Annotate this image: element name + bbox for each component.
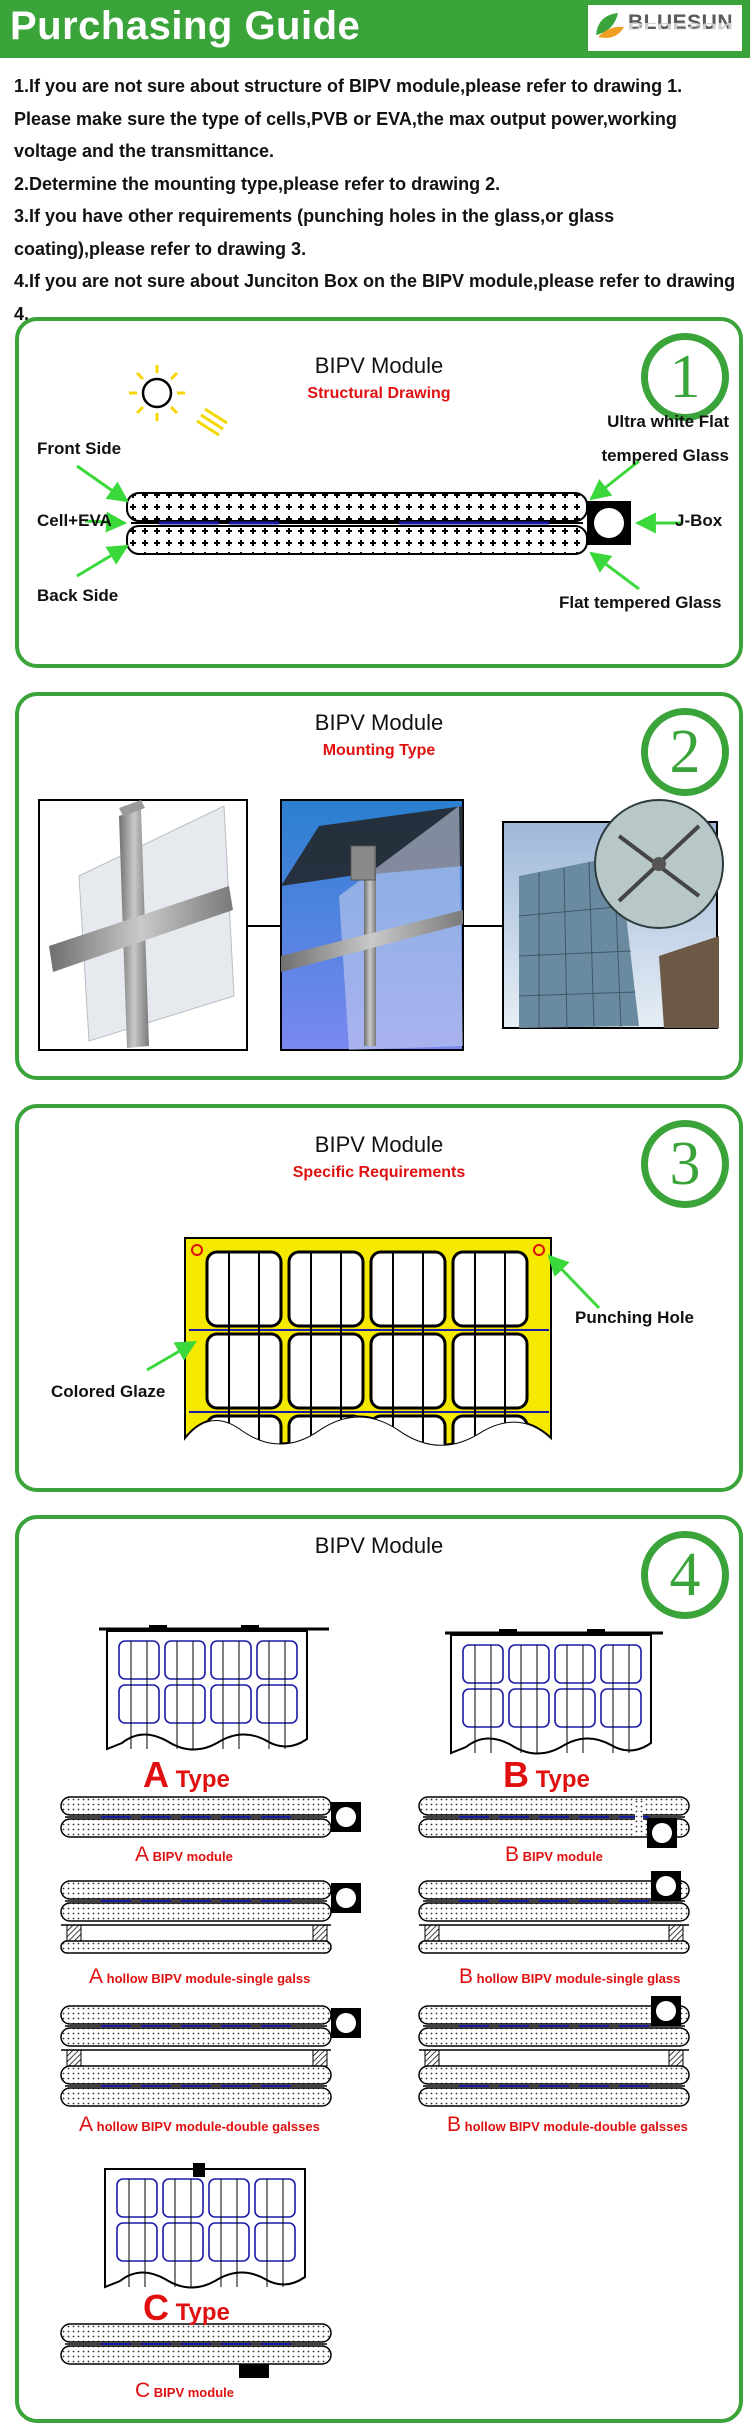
section-subtitle: Mounting Type bbox=[322, 742, 436, 759]
header-bar: Purchasing Guide BLUESUN BLUESUN bbox=[0, 0, 750, 58]
intro-line: Please make sure the type of cells,PVB o… bbox=[14, 108, 677, 162]
label-punching-hole: Punching Hole bbox=[575, 1308, 694, 1327]
label-j-box: J-Box bbox=[675, 511, 723, 530]
callout-arrows bbox=[76, 459, 681, 591]
intro-line: 1.If you are not sure about structure of… bbox=[14, 76, 683, 96]
type-b-hollow-double bbox=[418, 1996, 690, 2107]
type-b-bipv-module bbox=[418, 1796, 690, 1848]
punching-hole-icon bbox=[191, 1244, 203, 1256]
punching-hole-icon bbox=[533, 1244, 545, 1256]
caption-a-bipv-module: A BIPV module bbox=[135, 1843, 233, 1866]
intro-line: 2.Determine the mounting type,please ref… bbox=[14, 173, 501, 194]
leaf-logo-icon bbox=[596, 13, 624, 38]
label-back-side: Back Side bbox=[37, 586, 119, 605]
caption-b-bipv-module: B BIPV module bbox=[505, 1843, 603, 1866]
photo-curtain-wall-frame bbox=[38, 799, 248, 1051]
label-cell-eva: Cell+EVA bbox=[37, 511, 112, 530]
colored-glaze-panel bbox=[146, 1237, 601, 1446]
section-mounting-type: 2 BIPV Module Mounting Type bbox=[15, 692, 743, 1080]
section-specific-requirements: 3 BIPV Module Specific Requirements Punc… bbox=[15, 1104, 743, 1492]
caption-a-hollow-double: A hollow BIPV module-double galsses bbox=[79, 2113, 320, 2136]
caption-a-hollow-single: A hollow BIPV module-single galss bbox=[89, 1965, 311, 1988]
section-number-badge: 3 bbox=[641, 1120, 729, 1208]
label-front-side: Front Side bbox=[37, 439, 122, 458]
type-c-front-view bbox=[104, 2163, 306, 2289]
section-junction-box-types: 4 BIPV Module A Type B Type C Type A BIP… bbox=[15, 1515, 743, 2423]
type-b-front-view bbox=[445, 1629, 663, 1755]
label-ultra-white-glass: Ultra white Flat tempered Glass bbox=[601, 412, 729, 465]
section-number-badge: 1 bbox=[641, 333, 729, 421]
intro-line: 4.If you are not sure about Junciton Box… bbox=[14, 271, 736, 324]
section-structural-drawing: 1 BIPV Module Structural Drawing Front S… bbox=[15, 317, 743, 668]
type-a-label: A Type bbox=[143, 1754, 230, 1795]
caption-b-hollow-single: B hollow BIPV module-single glass bbox=[459, 1965, 681, 1988]
junction-box-type-drawings bbox=[60, 1625, 690, 2378]
caption-c-bipv-module: C BIPV module bbox=[135, 2379, 234, 2402]
type-a-hollow-single bbox=[60, 1880, 361, 1954]
intro-line: 3.If you have other requirements (punchi… bbox=[14, 206, 615, 259]
sun-icon bbox=[129, 365, 228, 437]
section-number-badge: 4 bbox=[641, 1531, 729, 1619]
type-b-hollow-single bbox=[418, 1871, 690, 1954]
section-subtitle: Structural Drawing bbox=[307, 385, 451, 402]
structural-drawing bbox=[76, 365, 681, 591]
type-a-hollow-double bbox=[60, 2005, 361, 2107]
type-a-front-view bbox=[99, 1625, 329, 1751]
intro-text: 1.If you are not sure about structure of… bbox=[14, 70, 738, 330]
type-a-bipv-module bbox=[60, 1796, 361, 1838]
section-title: BIPV Module bbox=[314, 353, 444, 378]
logo-reflection: BLUESUN bbox=[628, 20, 734, 31]
logo-text: BLUESUN bbox=[628, 11, 734, 34]
type-c-label: C Type bbox=[143, 2287, 230, 2328]
section-number-badge: 2 bbox=[641, 708, 729, 796]
section-title: BIPV Module bbox=[314, 1533, 444, 1558]
section-title: BIPV Module bbox=[314, 1132, 444, 1157]
label-flat-tempered-glass: Flat tempered Glass bbox=[559, 593, 722, 612]
photo-frame-with-glass bbox=[280, 799, 464, 1051]
page-title: Purchasing Guide bbox=[10, 4, 361, 48]
type-b-label: B Type bbox=[503, 1754, 590, 1795]
section-title: BIPV Module bbox=[314, 710, 444, 735]
photo-point-fixed-glass-building bbox=[502, 799, 724, 1029]
type-c-bipv-module bbox=[60, 2323, 332, 2378]
section-subtitle: Specific Requirements bbox=[292, 1164, 466, 1181]
caption-b-hollow-double: B hollow BIPV module-double galsses bbox=[447, 2113, 688, 2136]
mounting-illustrations bbox=[38, 799, 724, 1051]
brand-logo: BLUESUN BLUESUN bbox=[588, 5, 742, 51]
label-colored-glaze: Colored Glaze bbox=[51, 1382, 166, 1401]
bipv-cross-section bbox=[126, 492, 631, 555]
